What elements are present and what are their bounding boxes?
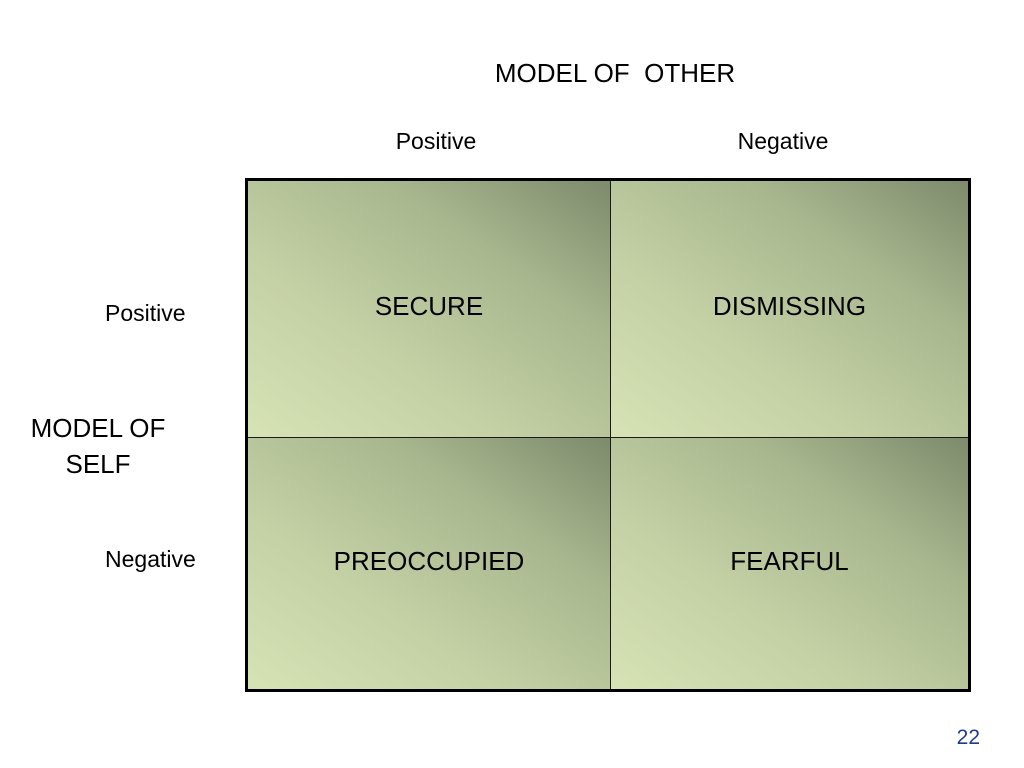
quadrant-dismissing: DISMISSING [611, 181, 968, 438]
attachment-style-grid: SECURE DISMISSING PREOCCUPIED FEARFUL [245, 178, 971, 692]
quadrant-label-dismissing: DISMISSING [712, 291, 867, 321]
model-of-self-title-line2: SELF [65, 449, 131, 479]
quadrant-secure: SECURE [248, 181, 611, 438]
row-label-negative: Negative [105, 546, 196, 572]
model-of-other-title: MODEL OF OTHER [494, 58, 736, 88]
row-label-positive: Positive [105, 300, 186, 326]
column-label-negative: Negative [737, 128, 829, 154]
model-of-self-title: MODEL OF SELF [8, 410, 188, 482]
quadrant-label-secure: SECURE [374, 291, 484, 321]
slide-number: 22 [956, 726, 980, 749]
quadrant-preoccupied: PREOCCUPIED [248, 438, 611, 689]
quadrant-label-fearful: FEARFUL [730, 546, 849, 576]
quadrant-label-preoccupied: PREOCCUPIED [333, 546, 525, 576]
column-label-positive: Positive [395, 128, 477, 154]
quadrant-fearful: FEARFUL [611, 438, 968, 689]
model-of-self-title-line1: MODEL OF [30, 413, 166, 443]
